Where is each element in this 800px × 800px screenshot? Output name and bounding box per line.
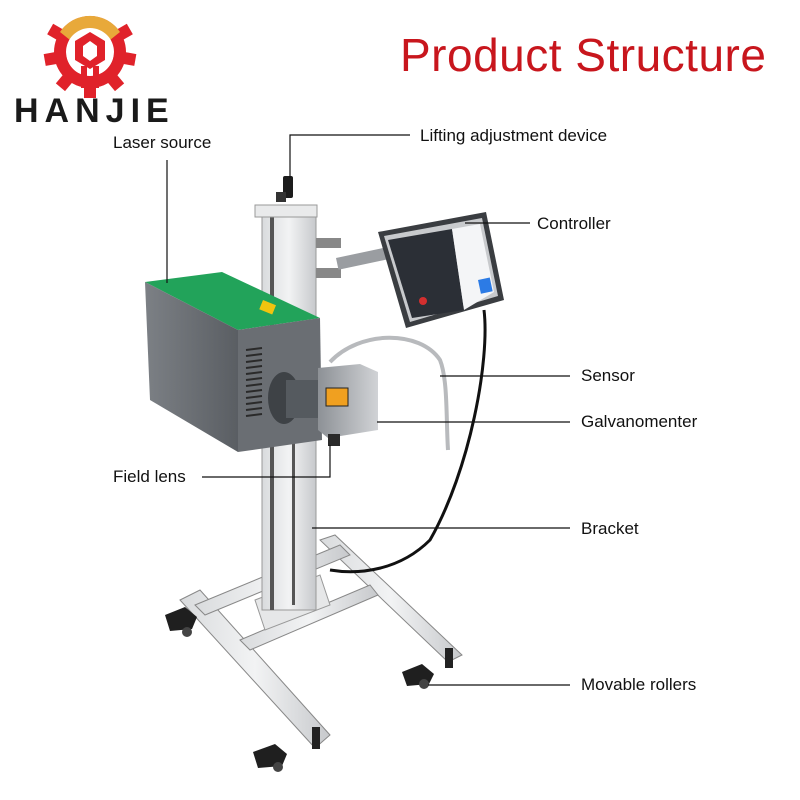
bracket-base bbox=[179, 534, 463, 749]
callout-field-lens: Field lens bbox=[113, 467, 186, 486]
controller-device bbox=[378, 212, 504, 328]
callout-sensor: Sensor bbox=[581, 366, 635, 385]
callout-galvanometer: Galvanomenter bbox=[581, 412, 698, 431]
callout-bracket: Bracket bbox=[581, 519, 639, 538]
roller-icon bbox=[165, 607, 434, 772]
brand-name: HANJIE bbox=[14, 92, 175, 130]
callout-laser-source: Laser source bbox=[113, 133, 212, 152]
callout-movable-rollers: Movable rollers bbox=[581, 675, 697, 694]
galvanometer-device bbox=[268, 364, 378, 446]
callout-lifting-adjustment-device: Lifting adjustment device bbox=[420, 126, 608, 145]
callout-controller: Controller bbox=[537, 214, 611, 233]
page-title: Product Structure bbox=[400, 29, 767, 81]
